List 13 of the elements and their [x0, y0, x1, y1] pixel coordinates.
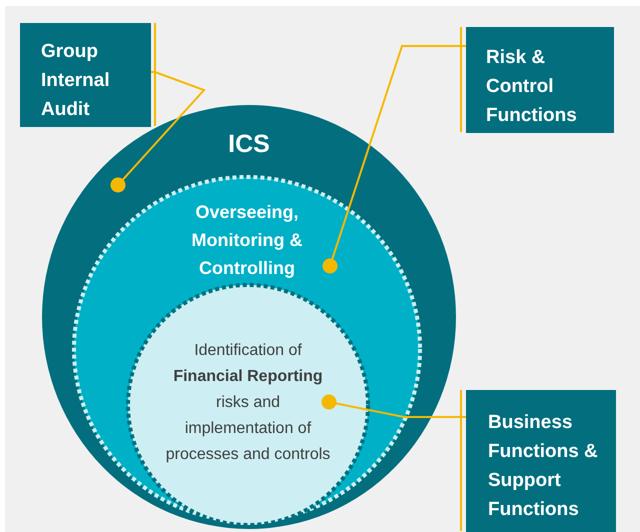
leader-line	[322, 45, 466, 274]
circle-title: ICS	[227, 129, 271, 160]
role-label: Business Functions & Support Functions	[488, 411, 599, 522]
circle-label: Overseeing, Monitoring & Controlling	[190, 201, 304, 280]
role-label: Group Internal Audit	[41, 40, 111, 122]
circle-text: Identification of Financial Reporting risks and implementation of processes and controls	[164, 341, 332, 465]
leader-line	[110, 71, 206, 192]
role-box	[466, 27, 614, 133]
nested-circle	[128, 285, 368, 525]
leader-line	[322, 394, 466, 418]
role-box	[20, 23, 151, 127]
role-box	[466, 390, 616, 532]
role-label: Risk & Control Functions	[486, 46, 578, 128]
